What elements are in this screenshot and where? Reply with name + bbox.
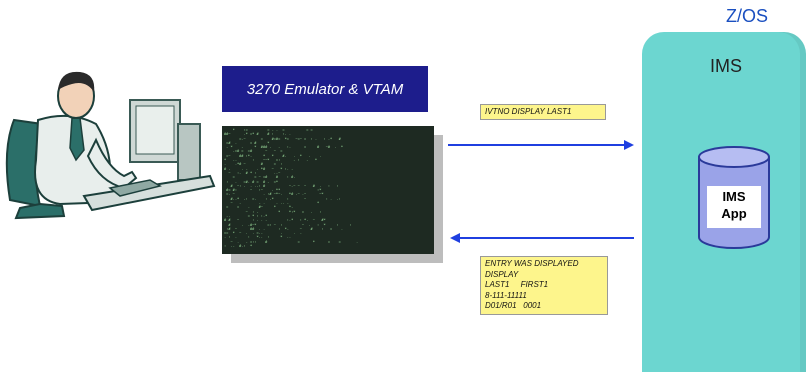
- ims-app-line2: App: [721, 206, 747, 221]
- response-line: LAST1 FIRST1: [485, 280, 549, 289]
- terminal-screen: * := = - - = = = ##~ .* =* # # : :. . =-…: [222, 126, 434, 254]
- response-arrowhead: [450, 233, 460, 243]
- request-message: IVTNO DISPLAY LAST1: [480, 104, 606, 120]
- ims-app-line1: IMS: [722, 189, 746, 204]
- terminal-screen-text: * := = - - = = = ##~ .* =* # # : :. . =-…: [224, 128, 359, 249]
- zos-label: Z/OS: [725, 6, 768, 26]
- emulator-title: 3270 Emulator & VTAM: [222, 66, 428, 112]
- response-line: ENTRY WAS DISPLAYED: [485, 259, 579, 268]
- request-arrowhead: [624, 140, 634, 150]
- response-line: D01/R01 0001: [485, 301, 542, 310]
- ims-app-label: IMS App: [707, 186, 761, 228]
- response-line: 8-111-11111: [485, 290, 527, 300]
- response-line: DISPLAY: [485, 269, 519, 279]
- ims-label: IMS: [709, 56, 742, 76]
